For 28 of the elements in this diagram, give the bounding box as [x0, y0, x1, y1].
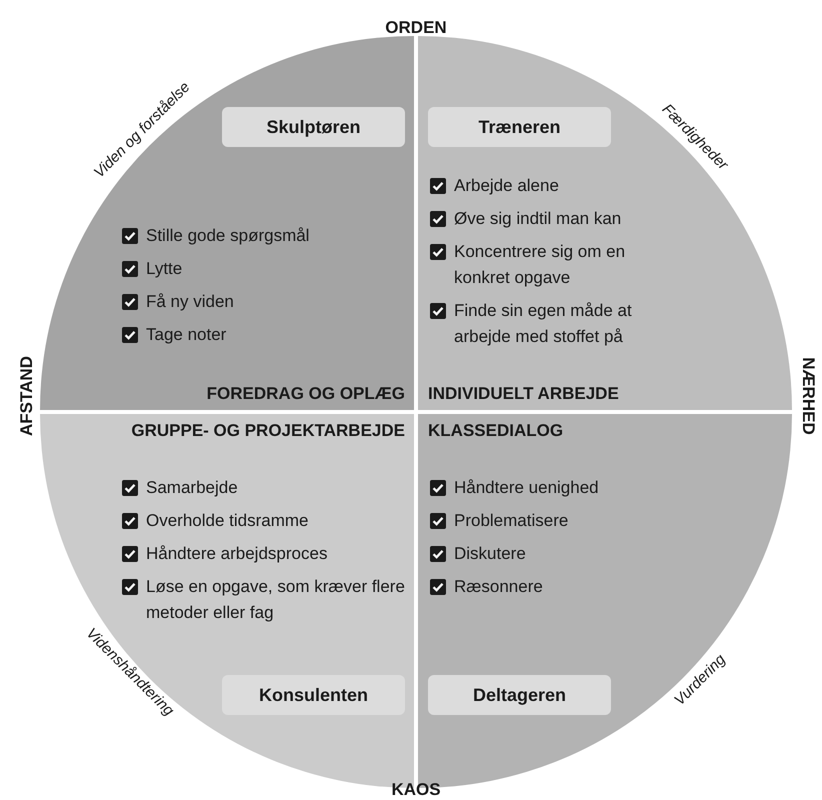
role-tab: Deltageren	[428, 675, 611, 715]
checklist-item: Finde sin egen måde at arbejde med stoffet på	[454, 300, 633, 348]
axis-label: NÆRHED	[798, 357, 818, 435]
section-title: FOREDRAG OG OPLÆG	[206, 384, 405, 404]
section-title: KLASSEDIALOG	[428, 421, 564, 441]
role-tab: Konsulenten	[222, 675, 405, 715]
section-title: INDIVIDUELT ARBEJDE	[428, 384, 620, 404]
checklist-item: Håndtere arbejdsproces	[146, 543, 328, 565]
axis-label: ORDEN	[385, 18, 447, 38]
checklist-item: Diskutere	[454, 543, 526, 565]
axis-label: KAOS	[391, 780, 441, 800]
checklist-item: Samarbejde	[146, 477, 238, 499]
section-title: GRUPPE- OG PROJEKTARBEJDE	[130, 421, 405, 441]
checklist-item: Overholde tidsramme	[146, 510, 309, 532]
checklist-item: Øve sig indtil man kan	[454, 208, 622, 230]
checklist-item: Løse en opgave, som kræver flere metoder eller fag	[146, 576, 406, 624]
checklist-item: Håndtere uenighed	[454, 477, 599, 499]
checklist-item: Problematisere	[454, 510, 568, 532]
checklist-item: Få ny viden	[146, 291, 234, 313]
axis-label: AFSTAND	[17, 356, 37, 436]
checklist-item: Lytte	[146, 258, 182, 280]
checklist-item: Stille gode spørgsmål	[146, 225, 310, 247]
checklist-item: Koncentrere sig om en konkret opgave	[454, 241, 626, 289]
role-tab: Træneren	[428, 107, 611, 147]
role-tab: Skulptøren	[222, 107, 405, 147]
checklist-item: Ræsonnere	[454, 576, 543, 598]
checklist-item: Arbejde alene	[454, 175, 559, 197]
checklist-item: Tage noter	[146, 324, 226, 346]
